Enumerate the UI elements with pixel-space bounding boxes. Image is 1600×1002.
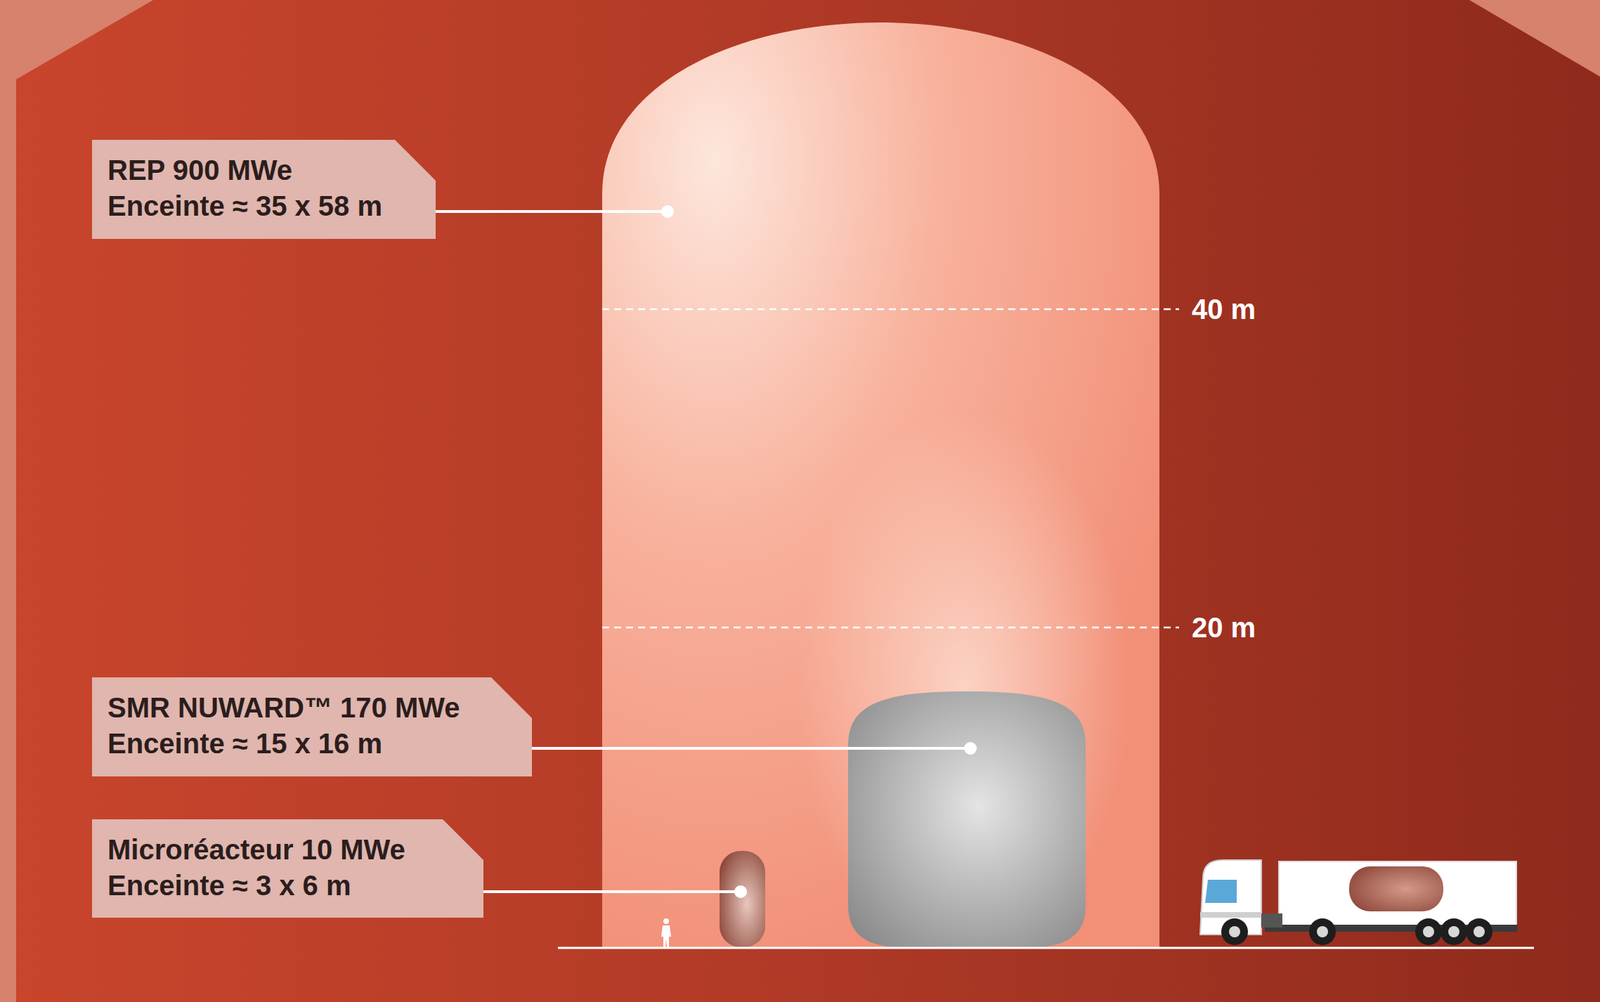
- leader-line: [531, 746, 971, 750]
- label-box: REP 900 MWeEnceinte ≈ 35 x 58 m: [92, 139, 436, 239]
- leader-line: [435, 210, 668, 213]
- reactor-name: SMR NUWARD™ 170 MWe: [107, 690, 483, 726]
- reactor-name: Microréacteur 10 MWe: [107, 831, 435, 868]
- label-box: Microréacteur 10 MWeEnceinte ≈ 3 x 6 m: [92, 819, 484, 918]
- leader-dot: [661, 205, 674, 218]
- leader-line: [483, 890, 741, 894]
- reactor-name: REP 900 MWe: [107, 152, 387, 189]
- containment-size: Enceinte ≈ 35 x 58 m: [107, 188, 387, 225]
- containment-size: Enceinte ≈ 15 x 16 m: [107, 725, 483, 762]
- leader-dot: [734, 885, 747, 899]
- label-box: SMR NUWARD™ 170 MWeEnceinte ≈ 15 x 16 m: [92, 677, 532, 777]
- scale-mark: 40 m: [1191, 293, 1256, 325]
- containment-size: Enceinte ≈ 3 x 6 m: [107, 867, 435, 904]
- leader-dot: [964, 742, 977, 755]
- scale-mark: 20 m: [1191, 612, 1256, 643]
